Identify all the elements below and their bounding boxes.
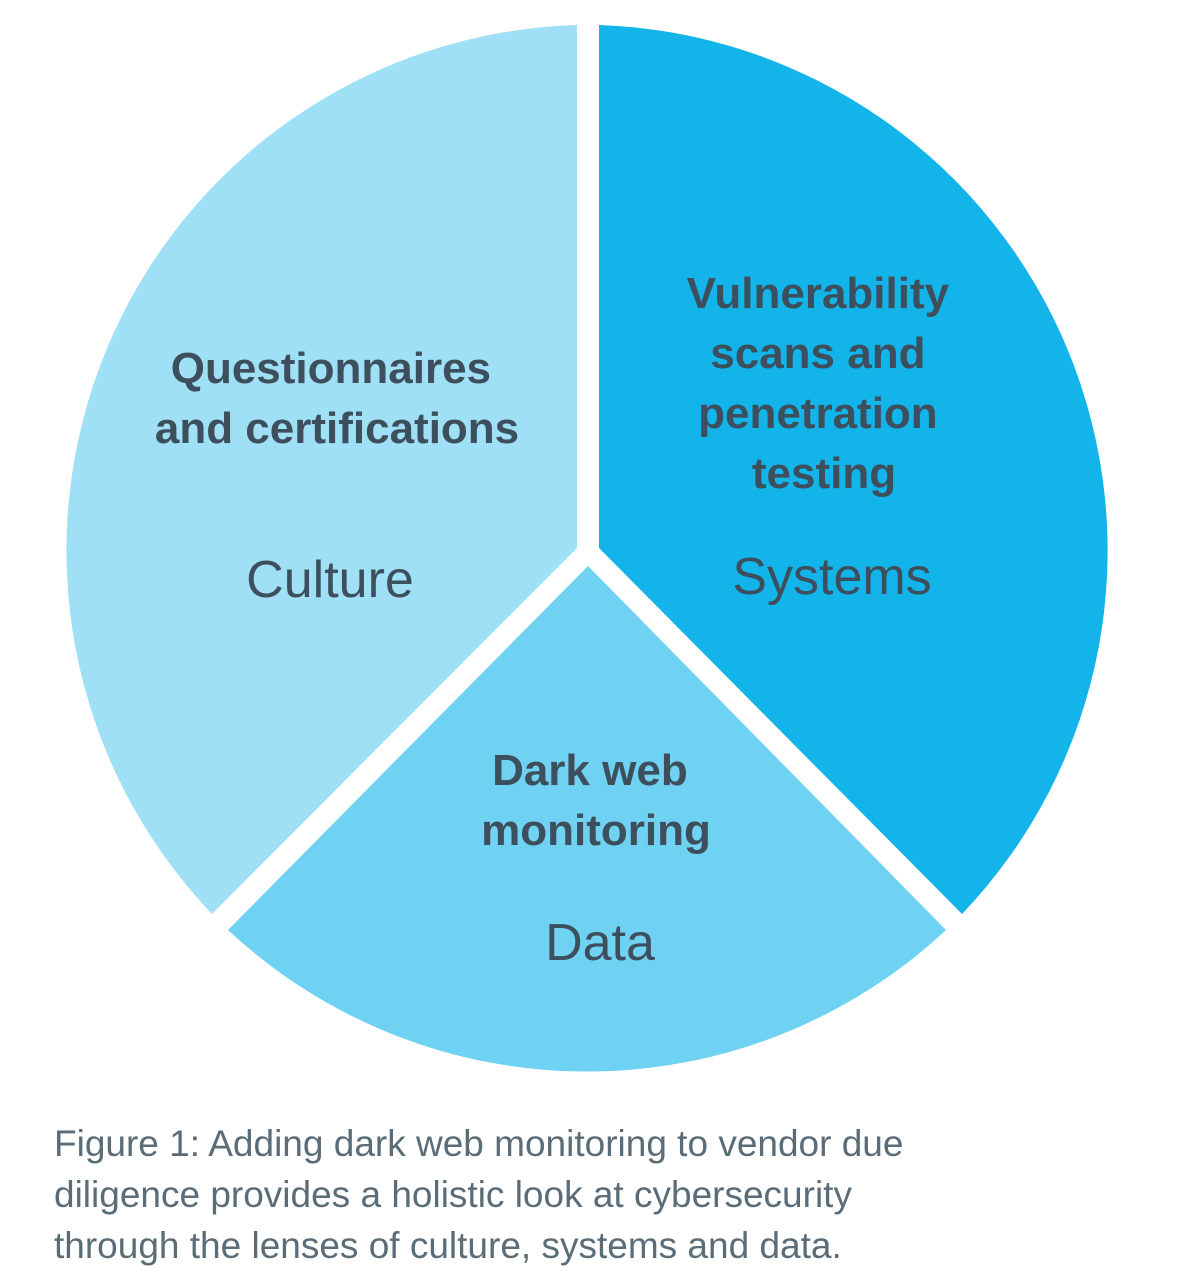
caption-line: Figure 1: Adding dark web monitoring to … <box>54 1123 904 1164</box>
culture-title: Questionnaires and certifications <box>155 344 519 453</box>
systems-segment <box>599 25 1108 914</box>
systems-title-line: penetration <box>698 389 938 438</box>
data-label: Data <box>545 914 655 972</box>
data-title-line: monitoring <box>481 806 711 855</box>
figure-caption: Figure 1: Adding dark web monitoring to … <box>54 1118 1134 1271</box>
systems-label: Systems <box>732 548 931 606</box>
caption-line: diligence provides a holistic look at cy… <box>54 1174 852 1215</box>
data-segment <box>228 566 946 1072</box>
culture-title-line: and certifications <box>155 404 519 453</box>
data-title: Dark web monitoring <box>481 746 711 855</box>
systems-title-line: Vulnerability <box>687 269 950 318</box>
culture-title-line: Questionnaires <box>171 344 491 393</box>
systems-title-line: scans and <box>710 329 925 378</box>
systems-title-line: testing <box>752 449 896 498</box>
culture-segment <box>66 25 577 914</box>
caption-line: through the lenses of culture, systems a… <box>54 1225 842 1266</box>
systems-title: Vulnerability scans and penetration test… <box>687 269 962 498</box>
data-title-line: Dark web <box>492 746 688 795</box>
culture-label: Culture <box>246 551 414 609</box>
three-part-circle-diagram: Questionnaires and certifications Cultur… <box>66 25 1108 1072</box>
